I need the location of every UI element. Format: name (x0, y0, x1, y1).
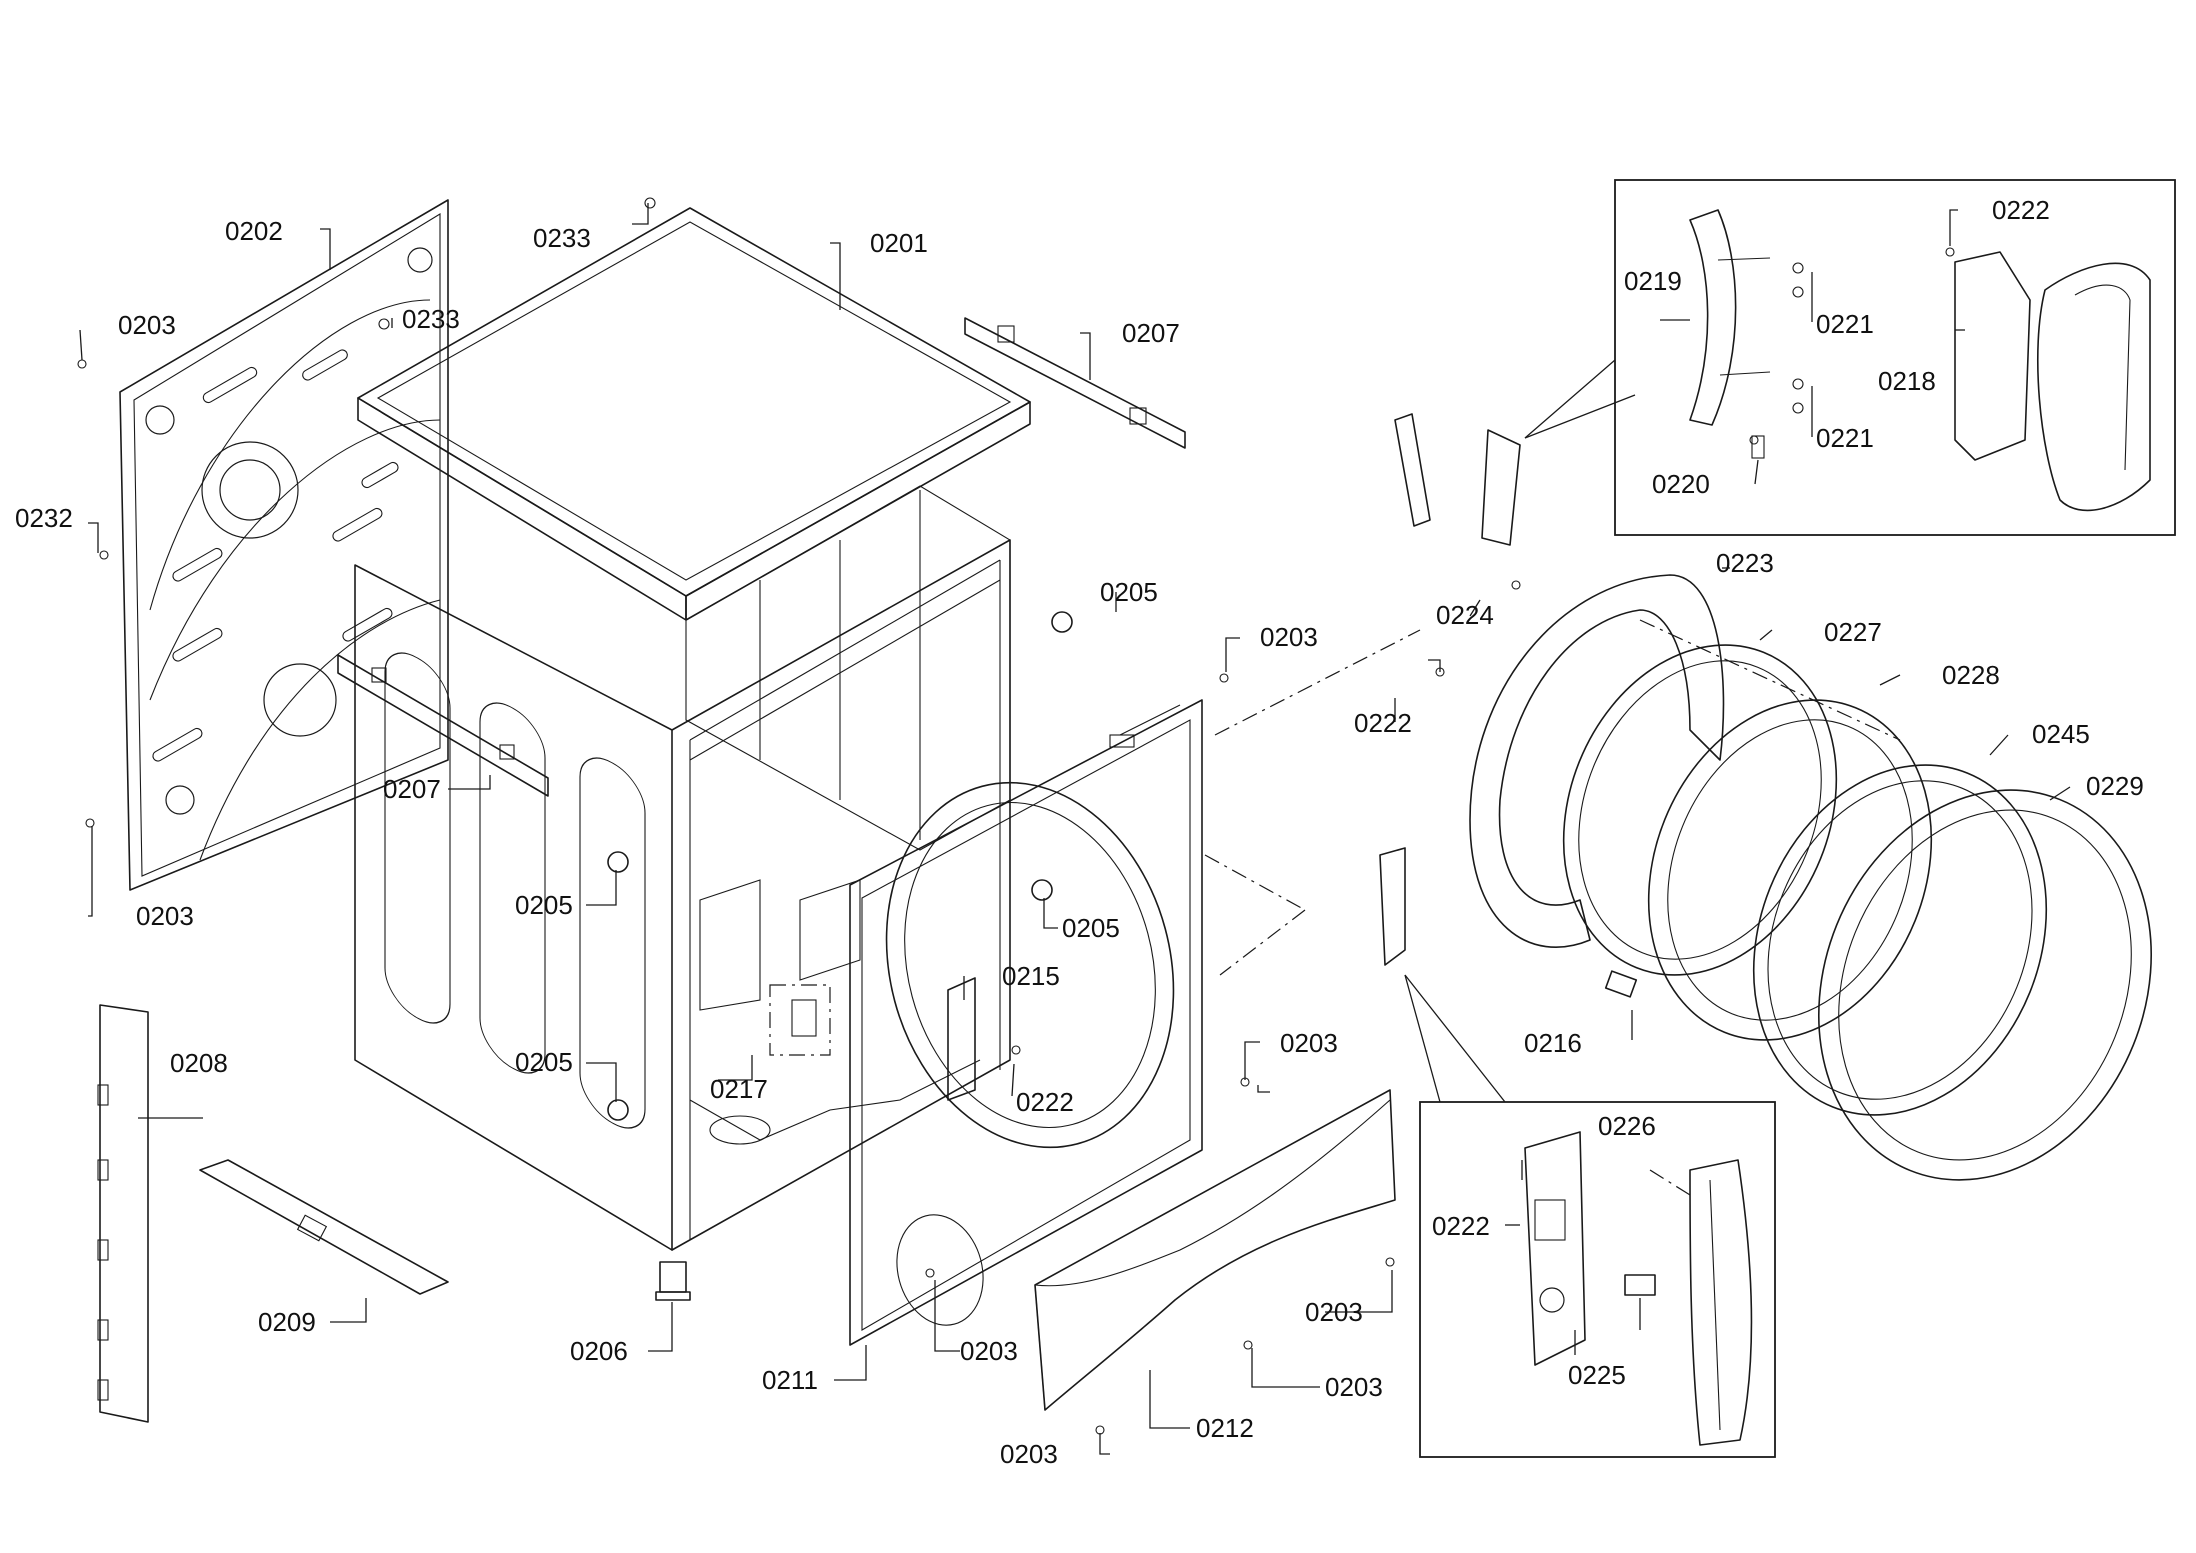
inset-hinge-box (1524, 179, 2176, 536)
label-0212: 0212 (1196, 1413, 1254, 1443)
label-0203-front-top: 0203 (1260, 622, 1318, 652)
leader-lines (79, 203, 2071, 1455)
label-0203-kick-bottom: 0203 (1325, 1372, 1383, 1402)
label-0222-inset-top: 0222 (1992, 195, 2050, 225)
front-panel-drawing (849, 699, 1396, 1411)
label-0216: 0216 (1524, 1028, 1582, 1058)
label-0233-mid: 0233 (402, 304, 460, 334)
label-0203-bottom: 0203 (1000, 1439, 1058, 1469)
label-0215: 0215 (1002, 961, 1060, 991)
inset-lock-box (1404, 974, 1776, 1458)
label-0203-front-right: 0203 (1280, 1028, 1338, 1058)
label-0222-front: 0222 (1016, 1087, 1074, 1117)
label-0221-lower: 0221 (1816, 423, 1874, 453)
label-0220: 0220 (1652, 469, 1710, 499)
label-0201: 0201 (870, 228, 928, 258)
label-0202: 0202 (225, 216, 283, 246)
label-0211: 0211 (762, 1365, 818, 1395)
cabinet-body-drawing (354, 207, 1031, 1251)
label-0229: 0229 (2086, 771, 2144, 801)
label-0206: 0206 (570, 1336, 628, 1366)
label-0203-lower-left: 0203 (136, 901, 194, 931)
label-0207-top: 0207 (1122, 318, 1180, 348)
label-0203-panel: 0203 (960, 1336, 1018, 1366)
label-0205-low: 0205 (515, 1047, 573, 1077)
label-0205-mid: 0205 (515, 890, 573, 920)
label-0221-upper: 0221 (1816, 309, 1874, 339)
label-0208: 0208 (170, 1048, 228, 1078)
construction-lines (1204, 619, 1901, 1196)
label-0218: 0218 (1878, 366, 1936, 396)
back-panel-drawing (119, 199, 449, 891)
label-0203-upper-left: 0203 (118, 310, 176, 340)
label-0217: 0217 (710, 1074, 768, 1104)
label-0205-top: 0205 (1100, 577, 1158, 607)
label-0219: 0219 (1624, 266, 1682, 296)
label-0224: 0224 (1436, 600, 1494, 630)
label-0227: 0227 (1824, 617, 1882, 647)
rails-drawing (77, 197, 1955, 1435)
label-0207-left: 0207 (383, 774, 441, 804)
label-0245: 0245 (2032, 719, 2090, 749)
label-0222-inset-low: 0222 (1432, 1211, 1490, 1241)
label-0226: 0226 (1598, 1111, 1656, 1141)
label-0228: 0228 (1942, 660, 2000, 690)
label-0225: 0225 (1568, 1360, 1626, 1390)
label-0232: 0232 (15, 503, 73, 533)
label-0222-door: 0222 (1354, 708, 1412, 738)
label-0233-top: 0233 (533, 223, 591, 253)
label-0205-front: 0205 (1062, 913, 1120, 943)
part-labels: 0202 0233 0201 0203 0233 0207 0232 0205 … (15, 195, 2144, 1469)
label-0209: 0209 (258, 1307, 316, 1337)
label-0223: 0223 (1716, 548, 1774, 578)
label-0203-kick-right: 0203 (1305, 1297, 1363, 1327)
door-assembly-drawing (1379, 413, 2152, 1181)
